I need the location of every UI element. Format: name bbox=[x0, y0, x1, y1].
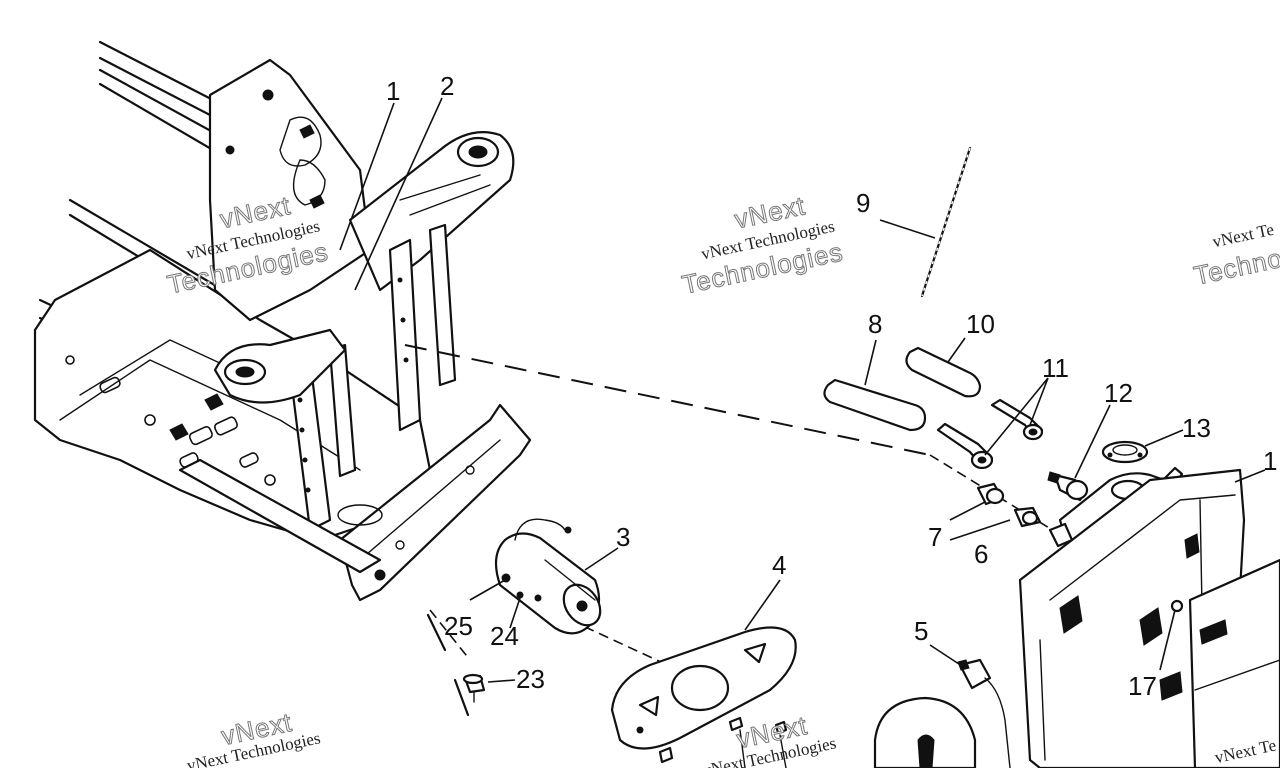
part-9-rod bbox=[920, 146, 972, 298]
callout-14: 1 bbox=[1263, 446, 1277, 476]
callout-10: 10 bbox=[966, 309, 995, 339]
callout-11: 11 bbox=[1042, 353, 1069, 383]
callout-5: 5 bbox=[914, 616, 928, 646]
part-23-bushing bbox=[462, 673, 486, 703]
leader-lines bbox=[339, 97, 1266, 683]
callout-labels: 1 2 3 4 5 6 7 8 9 10 11 12 13 1 17 23 24… bbox=[386, 71, 1277, 701]
callout-4: 4 bbox=[772, 550, 786, 580]
callout-23: 23 bbox=[516, 664, 545, 694]
callout-12: 12 bbox=[1104, 378, 1133, 408]
part-8-hose bbox=[823, 378, 927, 432]
part-7-connector bbox=[976, 482, 1005, 506]
callout-6: 6 bbox=[974, 539, 988, 569]
bottom-fasteners bbox=[658, 716, 788, 768]
callout-8: 8 bbox=[868, 309, 882, 339]
callout-7: 7 bbox=[928, 522, 942, 552]
part-4-gasket bbox=[610, 626, 797, 750]
frame-assembly bbox=[33, 40, 532, 602]
callout-13: 13 bbox=[1182, 413, 1211, 443]
part-3-cylinder bbox=[494, 518, 602, 635]
part-11-fittings bbox=[936, 398, 1044, 470]
part-13-cap bbox=[1101, 440, 1149, 464]
callout-25: 25 bbox=[444, 611, 473, 641]
callout-17: 17 bbox=[1128, 671, 1157, 701]
callout-3: 3 bbox=[616, 522, 630, 552]
part-12-sensor bbox=[1047, 471, 1089, 502]
watermarks: vNext vNext Technologies Technologies vN… bbox=[164, 190, 1280, 768]
radiator-assembly bbox=[1018, 466, 1280, 768]
part-10-hose bbox=[905, 346, 982, 398]
part-5-clamp bbox=[957, 658, 1011, 768]
callout-9: 9 bbox=[856, 188, 870, 218]
callout-1: 1 bbox=[386, 76, 400, 106]
part-6-connector bbox=[1013, 506, 1042, 528]
dome-part bbox=[873, 696, 977, 768]
callout-2: 2 bbox=[440, 71, 454, 101]
watermark-partial-3: Technol bbox=[1191, 241, 1280, 290]
callout-24: 24 bbox=[490, 621, 519, 651]
